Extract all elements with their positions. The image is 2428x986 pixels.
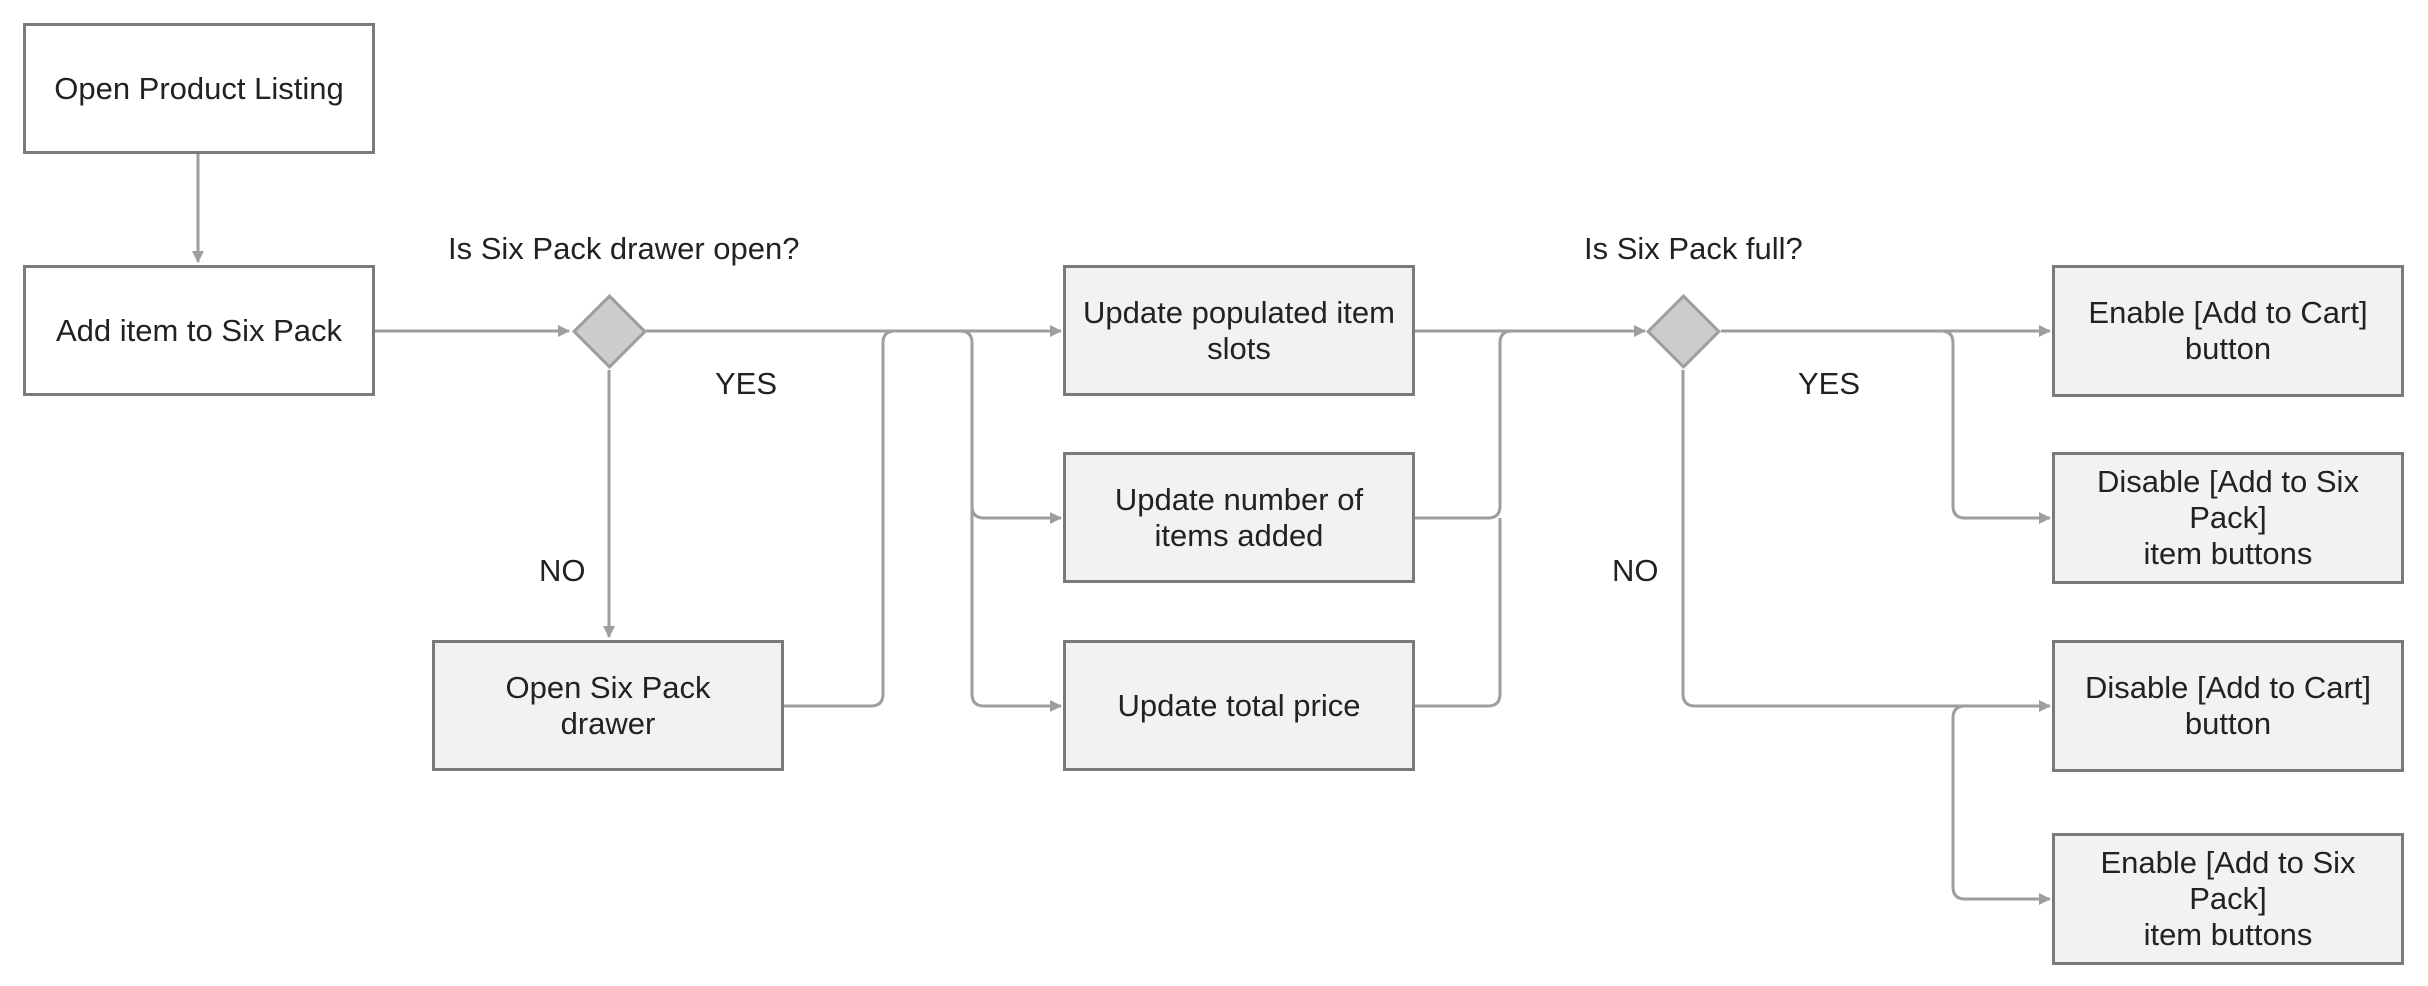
node-enable-items-text: Enable [Add to Six Pack] item buttons [2100,845,2356,952]
connector-drawer-yes-to-number [959,329,1062,524]
node-update-number-of-items: Update number of items added [1063,452,1415,583]
connector-drawer-yes-to-price [970,506,1062,712]
branch-full-yes-label: YES [1798,366,1861,401]
node-disable-add-to-cart: Disable [Add to Cart] button [2052,640,2404,772]
node-update-price-text: Update total price [1117,687,1361,723]
branch-drawer-yes-label: YES [715,366,778,401]
decision-drawer-open-label: Is Six Pack drawer open? [448,231,800,266]
node-update-populated-slots: Update populated item slots [1063,265,1415,396]
node-open-product-listing-text: Open Product Listing [54,70,344,106]
node-disable-cart-text: Disable [Add to Cart] button [2084,670,2372,741]
connector-open-drawer-merge [782,329,960,708]
connector-price-merge [1413,518,1502,708]
node-enable-item-buttons: Enable [Add to Six Pack] item buttons [2052,833,2404,965]
connector-full-no-to-enable-items [1951,704,2051,905]
decision-six-pack-full-label: Is Six Pack full? [1584,231,1803,266]
node-update-slots-text: Update populated item slots [1083,294,1395,366]
node-add-item-text: Add item to Six Pack [55,312,342,348]
node-update-number-text: Update number of items added [1114,481,1364,553]
node-open-product-listing: Open Product Listing [23,23,375,154]
node-open-drawer-text: Open Six Pack drawer [505,669,711,741]
node-open-six-pack-drawer: Open Six Pack drawer [432,640,784,771]
node-enable-cart-text: Enable [Add to Cart] button [2088,295,2368,366]
connector-full-no-to-disable-cart [1681,370,2051,712]
branch-full-no-label: NO [1612,553,1659,588]
node-update-total-price: Update total price [1063,640,1415,771]
connector-full-yes-to-disable-items [1940,329,2051,524]
connector-number-merge [1413,329,1513,520]
branch-drawer-no-label: NO [539,553,586,588]
node-enable-add-to-cart: Enable [Add to Cart] button [2052,265,2404,397]
node-disable-items-text: Disable [Add to Six Pack] item buttons [2097,464,2359,571]
node-add-item-to-six-pack: Add item to Six Pack [23,265,375,396]
node-disable-item-buttons: Disable [Add to Six Pack] item buttons [2052,452,2404,584]
